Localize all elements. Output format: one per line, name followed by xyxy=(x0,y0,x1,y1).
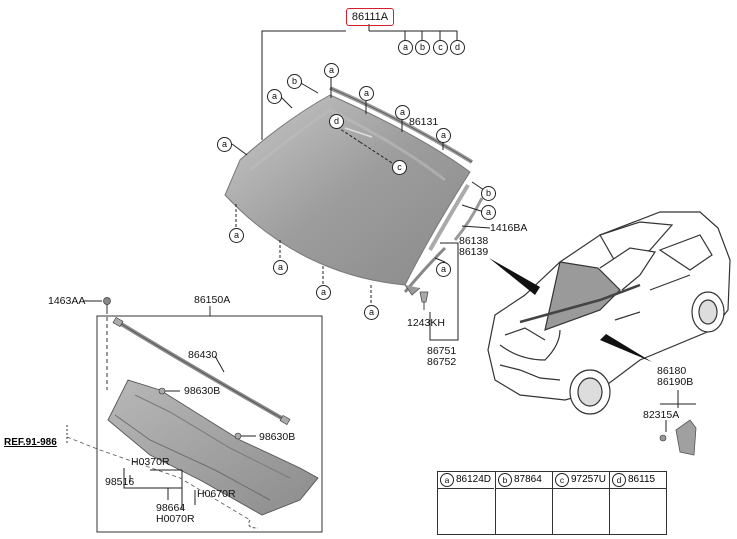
callout-a: a xyxy=(364,305,379,320)
callout-b: b xyxy=(287,74,302,89)
callout-a: a xyxy=(316,285,331,300)
callout-c: c xyxy=(433,40,448,55)
callout-a: a xyxy=(267,89,282,104)
label-86751-86752[interactable]: 86751 86752 xyxy=(427,345,457,368)
callout-a: a xyxy=(395,105,410,120)
label-1243KH[interactable]: 1243KH xyxy=(407,317,445,329)
label-98630B-bottom[interactable]: 98630B xyxy=(259,431,296,443)
callout-c: c xyxy=(392,160,407,175)
label-H0370R[interactable]: H0370R xyxy=(131,456,170,468)
legend-part: 87864 xyxy=(514,474,542,485)
label-82315A[interactable]: 82315A xyxy=(643,409,680,421)
label-1416BA[interactable]: 1416BA xyxy=(490,222,528,234)
legend-letter: c xyxy=(555,473,569,487)
callout-b: b xyxy=(481,186,496,201)
bracket-82315A xyxy=(659,390,697,456)
moulding-end-cap xyxy=(404,284,421,296)
cowl-leaders xyxy=(123,468,196,510)
glass-marking xyxy=(344,127,373,138)
label-H0670R[interactable]: H0670R xyxy=(197,488,236,500)
top-moulding-edge xyxy=(329,87,473,163)
label-86138-86139[interactable]: 86138 86139 xyxy=(459,235,489,258)
callout-a: a xyxy=(398,40,413,55)
callout-d: d xyxy=(450,40,465,55)
clip-1243KH xyxy=(419,291,429,310)
label-1463AA[interactable]: 1463AA xyxy=(48,295,86,307)
legend-part: 97257U xyxy=(571,474,607,485)
ref-link[interactable]: REF.91-986 xyxy=(4,437,57,448)
callout-a: a xyxy=(273,260,288,275)
label-86131[interactable]: 86131 xyxy=(409,116,439,128)
callout-a: a xyxy=(229,228,244,243)
fastener-1463AA xyxy=(84,297,111,310)
main-part-leaders xyxy=(261,24,458,140)
side-moulding-right xyxy=(453,197,484,241)
callout-a: a xyxy=(359,86,374,101)
callout-d: d xyxy=(329,114,344,129)
label-86180-86190B[interactable]: 86180 86190B xyxy=(657,365,694,388)
legend-part: 86124D xyxy=(456,474,492,485)
main-part-number[interactable]: 86111A xyxy=(346,8,394,26)
legend-letter: b xyxy=(498,473,512,487)
callout-a: a xyxy=(217,137,232,152)
ref-dashed-line xyxy=(66,436,251,521)
pointer-windshield xyxy=(489,258,540,295)
legend-letter: a xyxy=(440,473,454,487)
label-86150A[interactable]: 86150A xyxy=(194,294,231,306)
label-98516[interactable]: 98516 xyxy=(105,476,135,488)
label-98630B-top[interactable]: 98630B xyxy=(184,385,221,397)
cowl-top-cover xyxy=(107,379,319,516)
side-moulding-upper xyxy=(428,183,470,251)
callout-a: a xyxy=(436,128,451,143)
callout-a: a xyxy=(436,262,451,277)
label-86430[interactable]: 86430 xyxy=(188,349,218,361)
callout-b: b xyxy=(415,40,430,55)
pointer-cowl xyxy=(600,334,652,362)
glass-highlight xyxy=(249,108,446,182)
legend-part: 86115 xyxy=(628,474,656,485)
callout-a: a xyxy=(481,205,496,220)
label-98664-H0070R[interactable]: 98664 H0070R xyxy=(156,502,195,525)
legend-letter: d xyxy=(612,473,626,487)
callout-a: a xyxy=(324,63,339,78)
vehicle-outline xyxy=(487,211,731,415)
